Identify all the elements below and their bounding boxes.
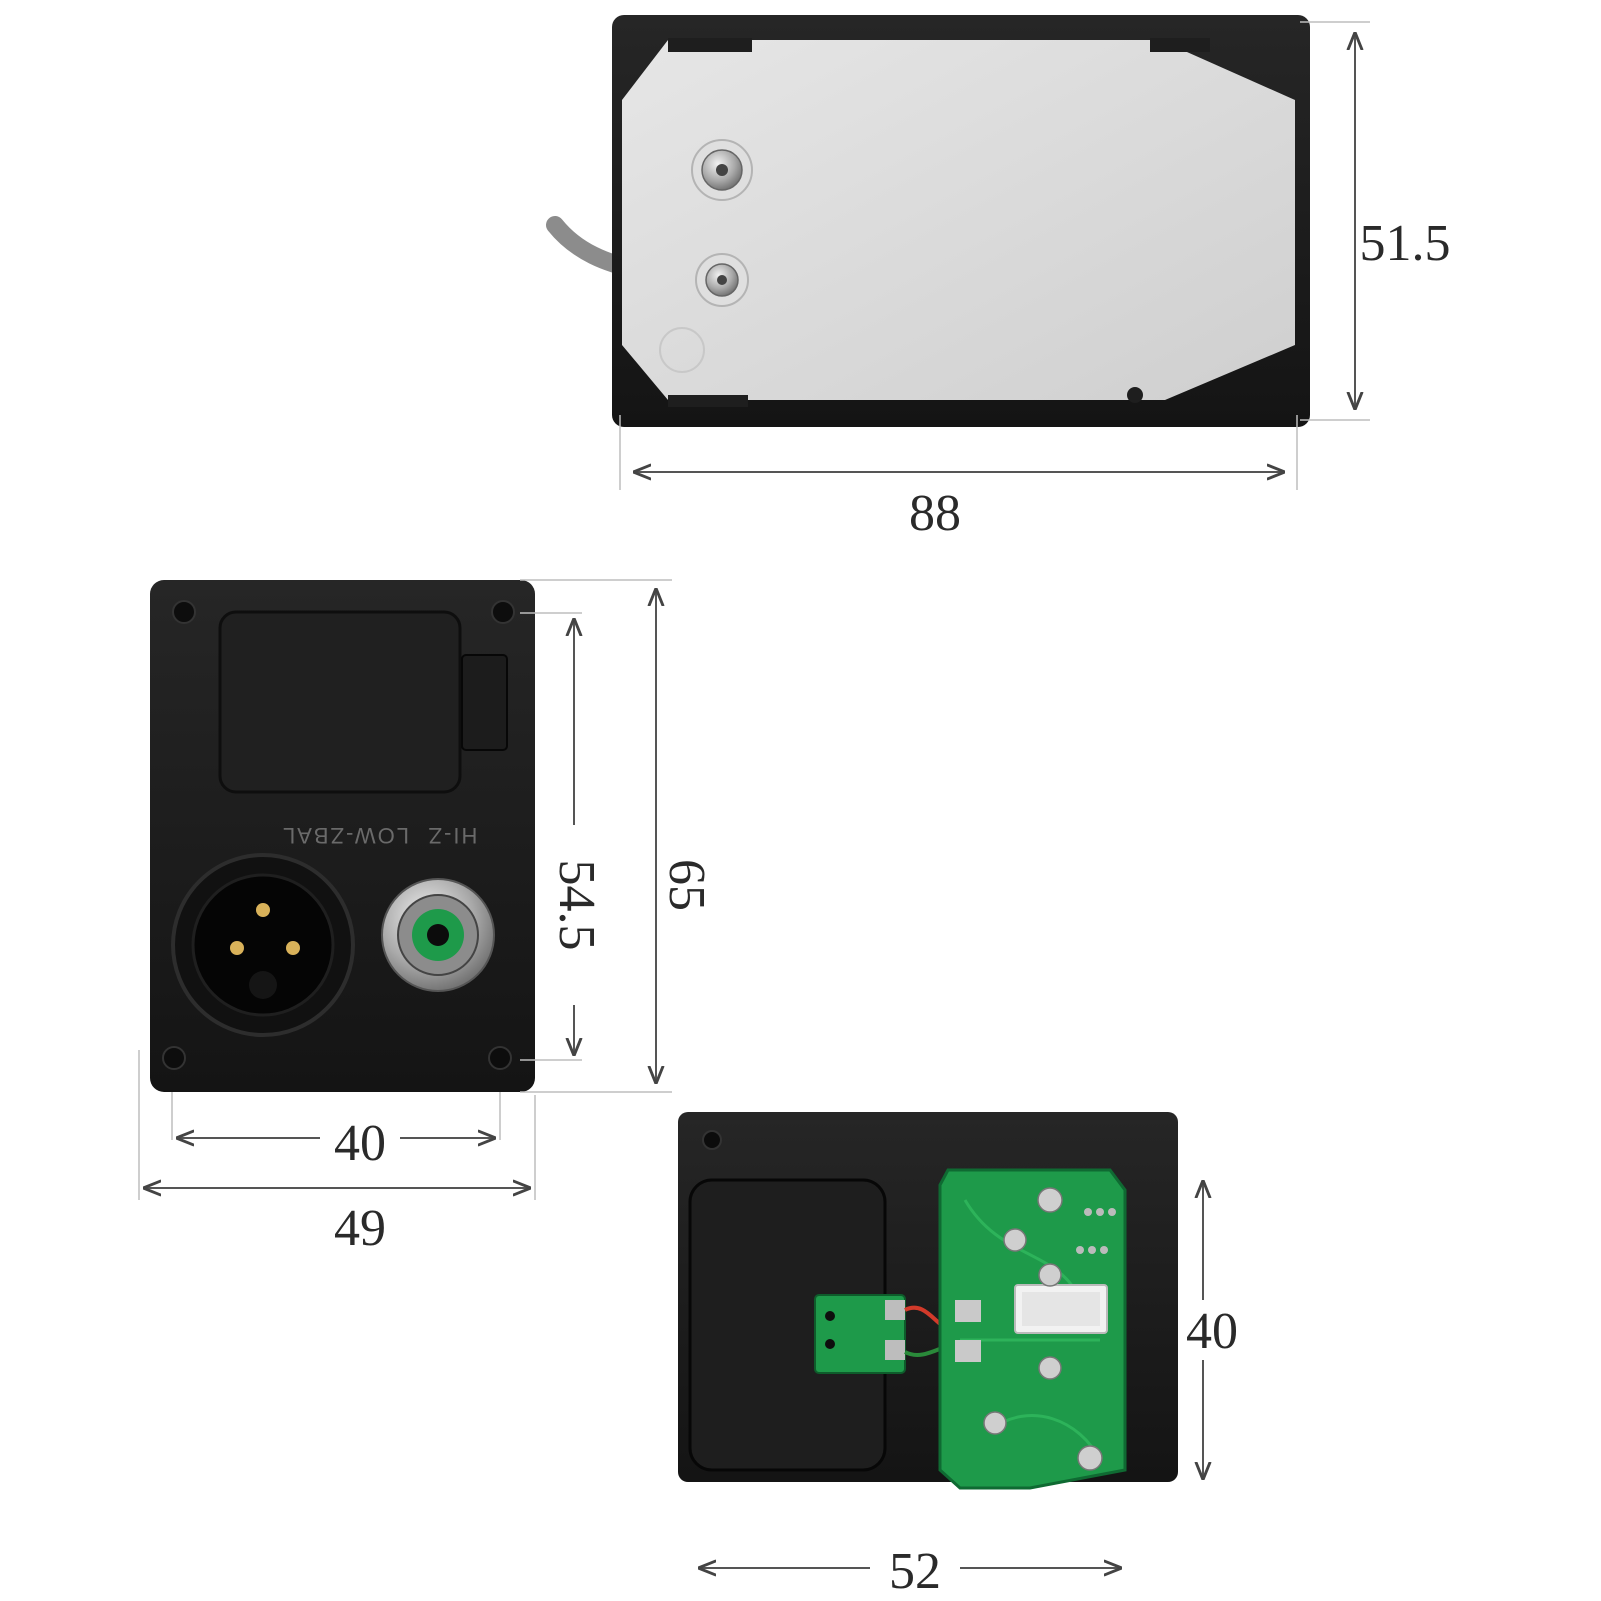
xlr-pin-2 — [230, 941, 244, 955]
xlr-pin-1 — [256, 903, 270, 917]
xlr-pin-3 — [286, 941, 300, 955]
top-height-dimension: 51.5 — [1300, 21, 1451, 421]
battery-door — [218, 610, 462, 794]
screw-hole-tr — [491, 600, 515, 624]
screw-post-lower — [695, 253, 749, 307]
front-inner-width-label: 40 — [334, 1115, 386, 1172]
battery-door-latch — [461, 654, 508, 751]
front-outer-width-label: 49 — [334, 1200, 386, 1257]
back-width-dimension: 52 — [700, 1543, 1120, 1600]
screw-hole-br — [488, 1046, 512, 1070]
battery-box-plate — [622, 40, 1295, 400]
back-width-label: 52 — [889, 1543, 941, 1600]
xlr-connector — [171, 853, 355, 1037]
front-outer-height-dimension: 65 — [520, 579, 715, 1093]
low-z-label: LOW-ZBAL — [281, 823, 409, 848]
front-view-jack-panel: LOW-ZBAL HI-Z — [150, 580, 535, 1092]
front-inner-width-dimension: 40 — [171, 1092, 501, 1172]
screw-hole-tl — [172, 600, 196, 624]
quarter-inch-jack — [381, 878, 495, 992]
back-height-dimension: 40 — [1186, 1182, 1238, 1478]
screw-hole-bl — [162, 1046, 186, 1070]
back-height-label: 40 — [1186, 1303, 1238, 1360]
main-pcb — [938, 1168, 1127, 1490]
screw-post-upper — [691, 139, 753, 201]
hi-z-label: HI-Z — [427, 823, 478, 848]
top-height-label: 51.5 — [1360, 215, 1451, 272]
top-width-label: 88 — [909, 485, 961, 542]
back-view-pcb — [678, 1112, 1178, 1490]
top-width-dimension: 88 — [619, 415, 1298, 542]
front-outer-height-label: 65 — [658, 859, 715, 911]
top-view-battery-box — [546, 15, 1310, 427]
front-outer-width-dimension: 49 — [138, 1050, 536, 1257]
front-inner-height-dimension: 54.5 — [520, 612, 605, 1061]
front-inner-height-label: 54.5 — [548, 860, 605, 951]
